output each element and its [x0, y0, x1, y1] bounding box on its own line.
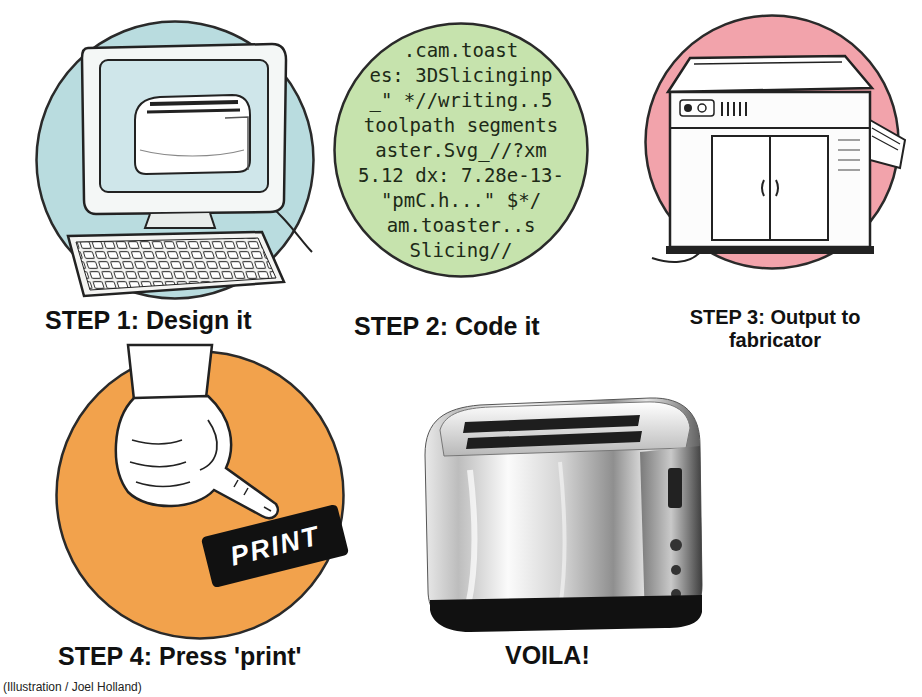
fabricator-illustration — [652, 56, 905, 262]
fabricator-illustration — [670, 92, 870, 247]
toaster-photo — [468, 470, 474, 606]
code-text: .cam.toast — [341, 38, 581, 63]
computer-illustration — [225, 117, 248, 170]
code-text: "pmC.h..." $*/ — [341, 188, 581, 213]
computer-illustration — [68, 232, 284, 296]
computer-illustration — [140, 150, 244, 156]
code-text: _" *//writing..5 — [341, 88, 581, 113]
computer-illustration — [145, 213, 215, 228]
fabricator-illustration — [668, 56, 872, 92]
circle-outline — [335, 24, 588, 277]
step-circle: STEP 4: Press 'print'PRINT — [55, 350, 345, 640]
fabricator-illustration — [770, 136, 828, 240]
fabricator-illustration — [870, 120, 905, 168]
hand-illustration — [116, 396, 278, 518]
hand-illustration — [130, 440, 190, 487]
result-caption: VOILA! — [505, 640, 645, 670]
hand-illustration — [200, 420, 217, 470]
computer-illustration — [100, 60, 268, 192]
toaster-photo — [425, 398, 702, 632]
credit-line: (Illustration / Joel Holland) — [3, 680, 142, 694]
fabricator-illustration — [762, 180, 778, 196]
code-text: am.toaster..s — [341, 213, 581, 238]
step-circle: STEP 1: Design it — [35, 20, 315, 300]
fabricator-illustration — [872, 128, 900, 150]
code-text: 5.12 dx: 7.28e-13- — [341, 163, 581, 188]
step-caption: STEP 2: Code it — [354, 311, 614, 341]
computer-illustration — [76, 238, 276, 290]
fabricator-illustration — [712, 136, 770, 240]
circle-outline — [37, 22, 314, 299]
step-caption: STEP 4: Press 'print' — [58, 641, 398, 671]
fabricator-illustration — [684, 104, 692, 112]
fabricator-illustration — [670, 127, 870, 129]
circle-outline — [644, 14, 900, 270]
fabricator-illustration — [694, 62, 842, 64]
circle-outline — [55, 350, 345, 640]
toaster-photo — [425, 398, 702, 626]
step-caption: STEP 3: Output to fabricator — [685, 306, 865, 352]
step-circle: .cam.toastes: 3DSlicinginp_" *//writing.… — [333, 22, 589, 278]
step-circle: STEP 3: Output to fabricator — [644, 14, 900, 270]
hand-illustration — [116, 345, 278, 518]
fabricator-illustration — [666, 246, 874, 254]
code-text: aster.Svg_//?xm — [341, 138, 581, 163]
circle-outline — [35, 20, 315, 300]
toaster-photo — [560, 462, 565, 608]
toaster-photo — [671, 589, 681, 599]
toaster-photo — [668, 468, 682, 508]
fabricator-illustration — [652, 252, 700, 262]
fabricator-illustration — [722, 102, 746, 116]
code-text: Slicing// — [341, 238, 581, 263]
computer-illustration — [262, 200, 312, 252]
code-text: toolpath segments — [341, 113, 581, 138]
toaster-photo — [430, 595, 702, 632]
fabricator-illustration — [838, 140, 860, 170]
toaster-photo — [440, 402, 690, 456]
code-text: es: 3DSlicinginp — [341, 63, 581, 88]
hand-illustration — [128, 345, 212, 400]
toaster-photo — [463, 415, 640, 433]
computer-illustration — [68, 44, 312, 296]
toaster-photo — [670, 539, 682, 551]
computer-illustration — [82, 44, 286, 214]
hand-illustration — [264, 507, 271, 511]
toaster-photo — [466, 431, 642, 449]
circle-outline — [57, 352, 344, 639]
toaster-photo — [640, 446, 702, 622]
fabricator-illustration — [680, 100, 714, 116]
computer-illustration — [147, 110, 240, 112]
fabricator-illustration — [698, 104, 706, 112]
step-caption: STEP 1: Design it — [45, 305, 335, 335]
computer-illustration — [135, 95, 250, 174]
hand-illustration — [234, 480, 248, 495]
computer-illustration — [150, 102, 238, 104]
toaster-photo — [671, 565, 681, 575]
circle-outline — [646, 16, 899, 269]
